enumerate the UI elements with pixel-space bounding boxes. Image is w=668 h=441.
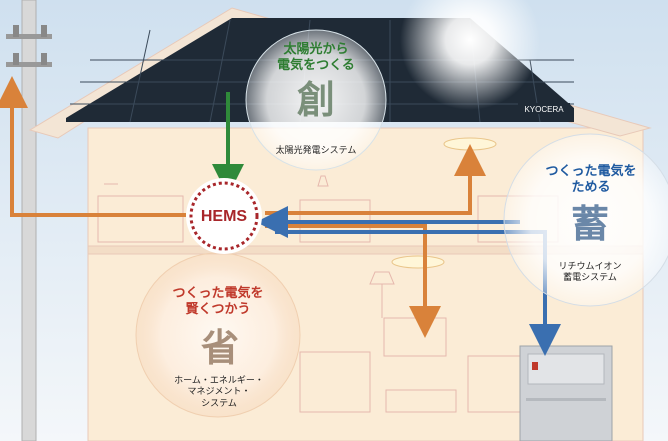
store-system-label: リチウムイオン 蓄電システム: [558, 262, 622, 284]
store-caption: つくった電気を ためる: [545, 164, 637, 196]
sun-glare: [400, 0, 540, 110]
battery-unit: [519, 345, 613, 441]
create-bubble: [245, 29, 387, 171]
hems-label: HEMS: [200, 208, 248, 225]
hems-hub: [186, 178, 262, 254]
brand-logo: KYOCERA: [524, 105, 564, 114]
save-system-label: ホーム・エネルギー・ マネジメント・ システム: [174, 376, 264, 409]
utility-pole: [6, 0, 52, 441]
create-caption: 太陽光から 電気をつくる: [277, 42, 355, 74]
save-kanji: 省: [200, 325, 239, 370]
store-kanji: 蓄: [570, 201, 609, 246]
create-kanji: 創: [296, 77, 335, 122]
create-system-label: 太陽光発電システム: [275, 146, 357, 156]
store-bubble: [503, 133, 668, 307]
save-caption: つくった電気を 賢くつかう: [172, 286, 264, 318]
